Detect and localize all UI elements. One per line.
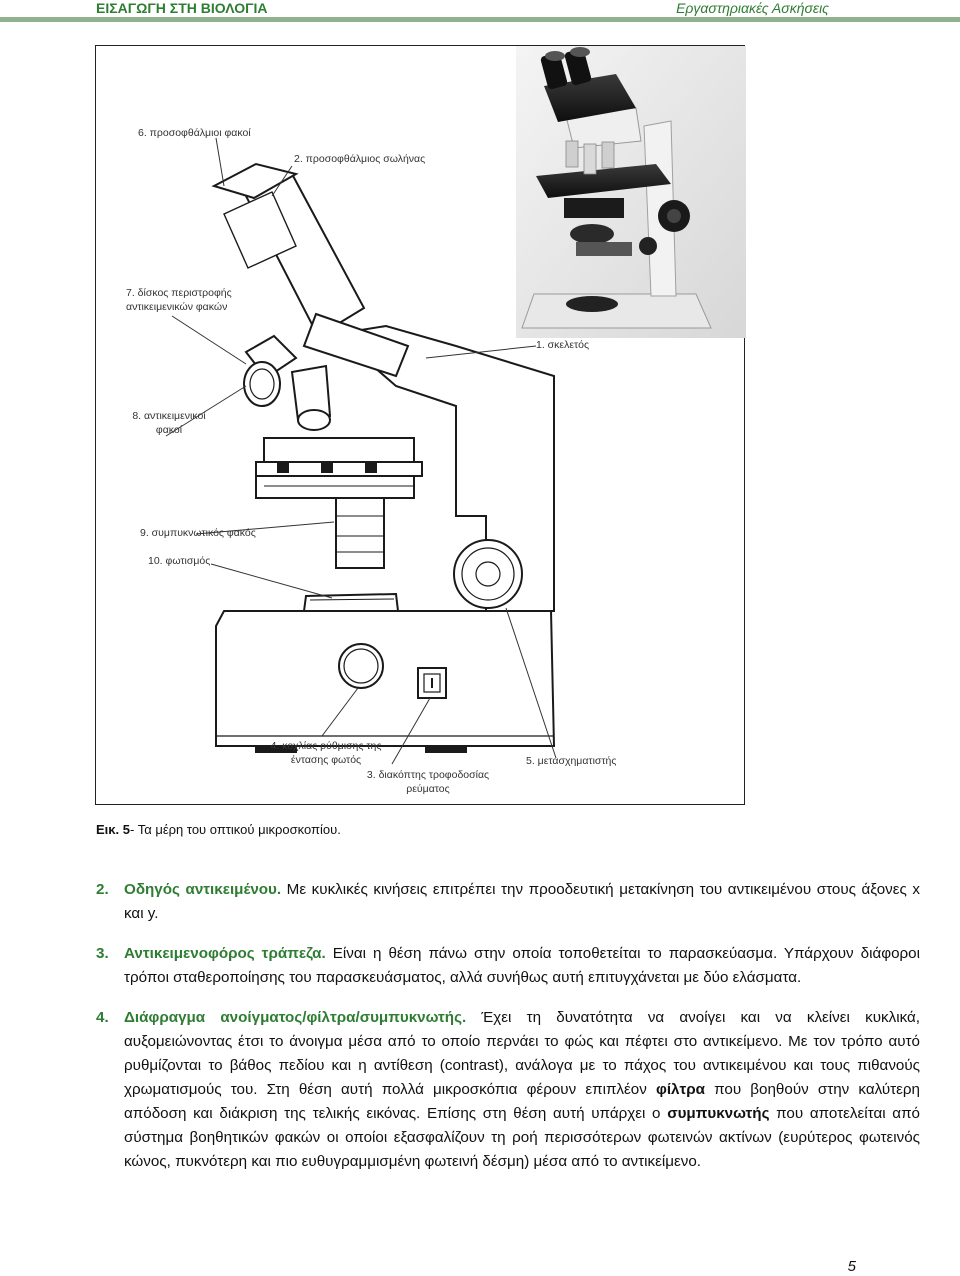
header-section-title: Εργαστηριακές Ασκήσεις xyxy=(676,0,829,16)
list-item-text: που αποτελείται από σύστημα βοηθητικών φ… xyxy=(124,1105,920,1170)
page-number: 5 xyxy=(847,1258,856,1275)
label-objectives-line1: 8. αντικειμενικοί xyxy=(132,410,206,422)
label-eyepiece-tube: 2. προσοφθάλμιος σωλήνας xyxy=(294,153,426,165)
list-item-text: Είναι η θέση πάνω στην οποία τοποθετείτα… xyxy=(124,945,920,986)
label-intensity-line1: 4. κοχλίας ρύθμισης της xyxy=(270,740,382,752)
label-intensity-line2: έντασης φωτός xyxy=(290,754,362,766)
label-frame: 1. σκελετός xyxy=(536,339,590,351)
caption-prefix: Εικ. 5 xyxy=(96,822,130,837)
microscope-drawing xyxy=(211,162,556,753)
page-header: ΕΙΣΑΓΩΓΗ ΣΤΗ ΒΙΟΛΟΓΙΑ Εργαστηριακές Ασκή… xyxy=(0,0,960,22)
list-item-text: που βοηθούν στην καλύτερη απόδοση και δι… xyxy=(124,1081,920,1122)
label-nosepiece-line2: αντικειμενικών φακών xyxy=(126,301,228,313)
caption-text: - Τα μέρη του οπτικού μικροσκοπίου. xyxy=(130,822,341,837)
list-item: 3. Αντικειμενοφόρος τράπεζα. Είναι η θέσ… xyxy=(96,942,920,990)
label-condenser: 9. συμπυκνωτικός φακός xyxy=(140,527,256,539)
list-item-number: 3. xyxy=(96,945,109,962)
list-item: 2. Οδηγός αντικειμένου. Με κυκλικές κινή… xyxy=(96,878,920,926)
list-item-term: Αντικειμενοφόρος τράπεζα. xyxy=(124,945,326,962)
header-divider xyxy=(0,17,960,22)
label-power-switch-line1: 3. διακόπτης τροφοδοσίας xyxy=(366,769,490,781)
list-item-bold-filters: φίλτρα xyxy=(655,1081,706,1098)
list-item-term: Διάφραγμα ανοίγματος/φίλτρα/συμπυκνωτής. xyxy=(124,1009,467,1026)
figure-caption: Εικ. 5- Τα μέρη του οπτικού μικροσκοπίου… xyxy=(96,822,341,837)
label-transformer: 5. μετασχηματιστής xyxy=(526,755,617,767)
label-power-switch-line2: ρεύματος xyxy=(406,783,450,795)
label-leader-lines xyxy=(165,137,557,765)
label-illumination: 10. φωτισμός xyxy=(148,555,211,567)
list-item-term: Οδηγός αντικειμένου. xyxy=(124,881,282,898)
list-item-bold-condenser: συμπυκνωτής xyxy=(667,1105,770,1122)
microscope-photo xyxy=(516,46,746,338)
microscope-figure: 6. προσοφθάλμιοι φακοί 2. προσοφθάλμιος … xyxy=(95,45,746,805)
list-item-number: 2. xyxy=(96,881,109,898)
microscope-illustration xyxy=(165,46,746,765)
label-eyepieces: 6. προσοφθάλμιοι φακοί xyxy=(138,127,251,139)
label-nosepiece-line1: 7. δίσκος περιστροφής xyxy=(126,287,232,299)
label-objectives-line2: φακοί xyxy=(155,424,183,436)
list-item-number: 4. xyxy=(96,1009,109,1026)
list-item-text: Με κυκλικές κινήσεις επιτρέπει την προοδ… xyxy=(124,881,920,922)
header-course-title: ΕΙΣΑΓΩΓΗ ΣΤΗ ΒΙΟΛΟΓΙΑ xyxy=(96,0,268,16)
list-item: 4. Διάφραγμα ανοίγματος/φίλτρα/συμπυκνωτ… xyxy=(96,1006,920,1174)
list-item-text: Έχει τη δυνατότητα να ανοίγει και να κλε… xyxy=(124,1009,920,1098)
parts-list: 2. Οδηγός αντικειμένου. Με κυκλικές κινή… xyxy=(96,878,920,1190)
